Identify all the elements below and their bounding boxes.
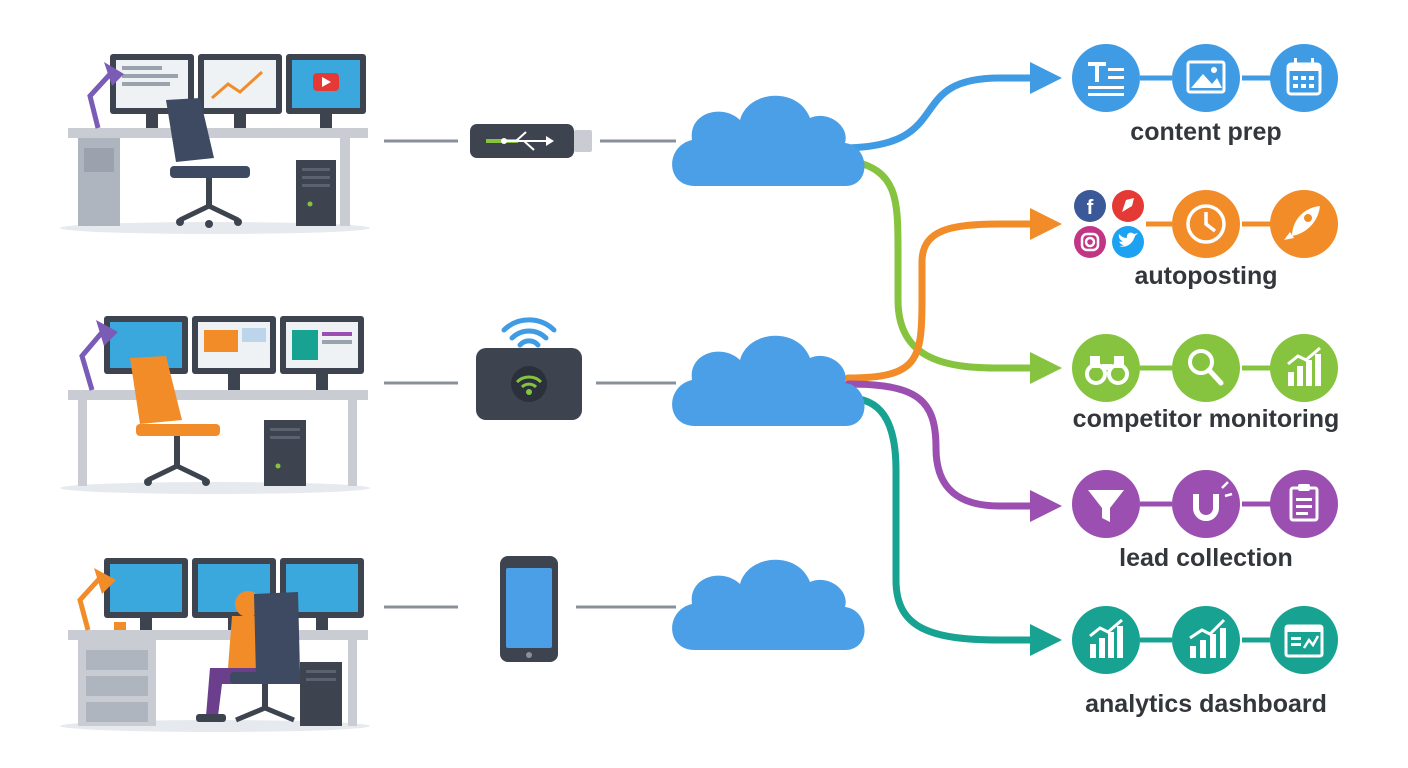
arrow-competitor-monitoring-icon bbox=[1030, 352, 1062, 384]
output-row-lead-collection bbox=[1072, 470, 1338, 538]
binoculars-icon bbox=[1072, 334, 1140, 402]
flow-paths bbox=[836, 74, 1040, 644]
magnet-icon bbox=[1172, 470, 1240, 538]
flow-path-lead-collection bbox=[844, 380, 1040, 510]
wifi-router-icon bbox=[476, 317, 582, 420]
output-row-analytics-dashboard bbox=[1072, 606, 1338, 674]
label-competitor-monitoring: competitor monitoring bbox=[1072, 405, 1340, 433]
social-networks-icon: f bbox=[1074, 190, 1144, 258]
twitter-icon bbox=[1112, 226, 1144, 258]
flow-path-content-prep bbox=[836, 74, 1040, 152]
instagram-icon bbox=[1074, 226, 1106, 258]
workstation-1 bbox=[60, 54, 370, 234]
rocket-icon bbox=[1270, 190, 1338, 258]
label-autoposting: autoposting bbox=[1134, 262, 1278, 290]
output-row-competitor-monitoring bbox=[1072, 334, 1338, 402]
flow-path-competitor-monitoring bbox=[844, 156, 1040, 372]
workstation-2 bbox=[60, 316, 370, 494]
funnel-icon bbox=[1072, 470, 1140, 538]
usb-stick-icon bbox=[470, 124, 592, 158]
arrow-lead-collection-icon bbox=[1030, 490, 1062, 522]
arrow-analytics-dashboard-icon bbox=[1030, 624, 1062, 656]
clock-icon bbox=[1172, 190, 1240, 258]
arrow-autoposting-icon bbox=[1030, 208, 1062, 240]
arrow-content-prep-icon bbox=[1030, 62, 1062, 94]
image-icon bbox=[1172, 44, 1240, 112]
smartphone-icon bbox=[500, 556, 558, 662]
dashboard-icon bbox=[1270, 606, 1338, 674]
workstation-3 bbox=[60, 558, 370, 732]
calendar-icon bbox=[1270, 44, 1338, 112]
magnifier-icon bbox=[1172, 334, 1240, 402]
cloud-icon bbox=[672, 559, 865, 650]
trend-chart-icon bbox=[1172, 606, 1240, 674]
text-document-icon bbox=[1072, 44, 1140, 112]
flow-path-autoposting bbox=[844, 220, 1040, 382]
clipboard-icon bbox=[1270, 470, 1338, 538]
output-row-content-prep bbox=[1072, 44, 1338, 112]
cloud-icon bbox=[672, 335, 865, 426]
label-lead-collection: lead collection bbox=[1119, 544, 1293, 572]
output-row-autoposting: f bbox=[1074, 190, 1338, 258]
label-content-prep: content prep bbox=[1130, 118, 1282, 146]
rocket-badge-icon bbox=[1112, 190, 1144, 222]
flow-arrowheads bbox=[1030, 62, 1062, 656]
connector-lines bbox=[384, 139, 676, 609]
flow-path-analytics-dashboard bbox=[844, 394, 1040, 644]
bar-chart-icon bbox=[1072, 606, 1140, 674]
label-analytics-dashboard: analytics dashboard bbox=[1085, 690, 1327, 718]
growth-chart-icon bbox=[1270, 334, 1338, 402]
cloud-icon bbox=[672, 95, 865, 186]
svg-text:f: f bbox=[1087, 197, 1094, 219]
